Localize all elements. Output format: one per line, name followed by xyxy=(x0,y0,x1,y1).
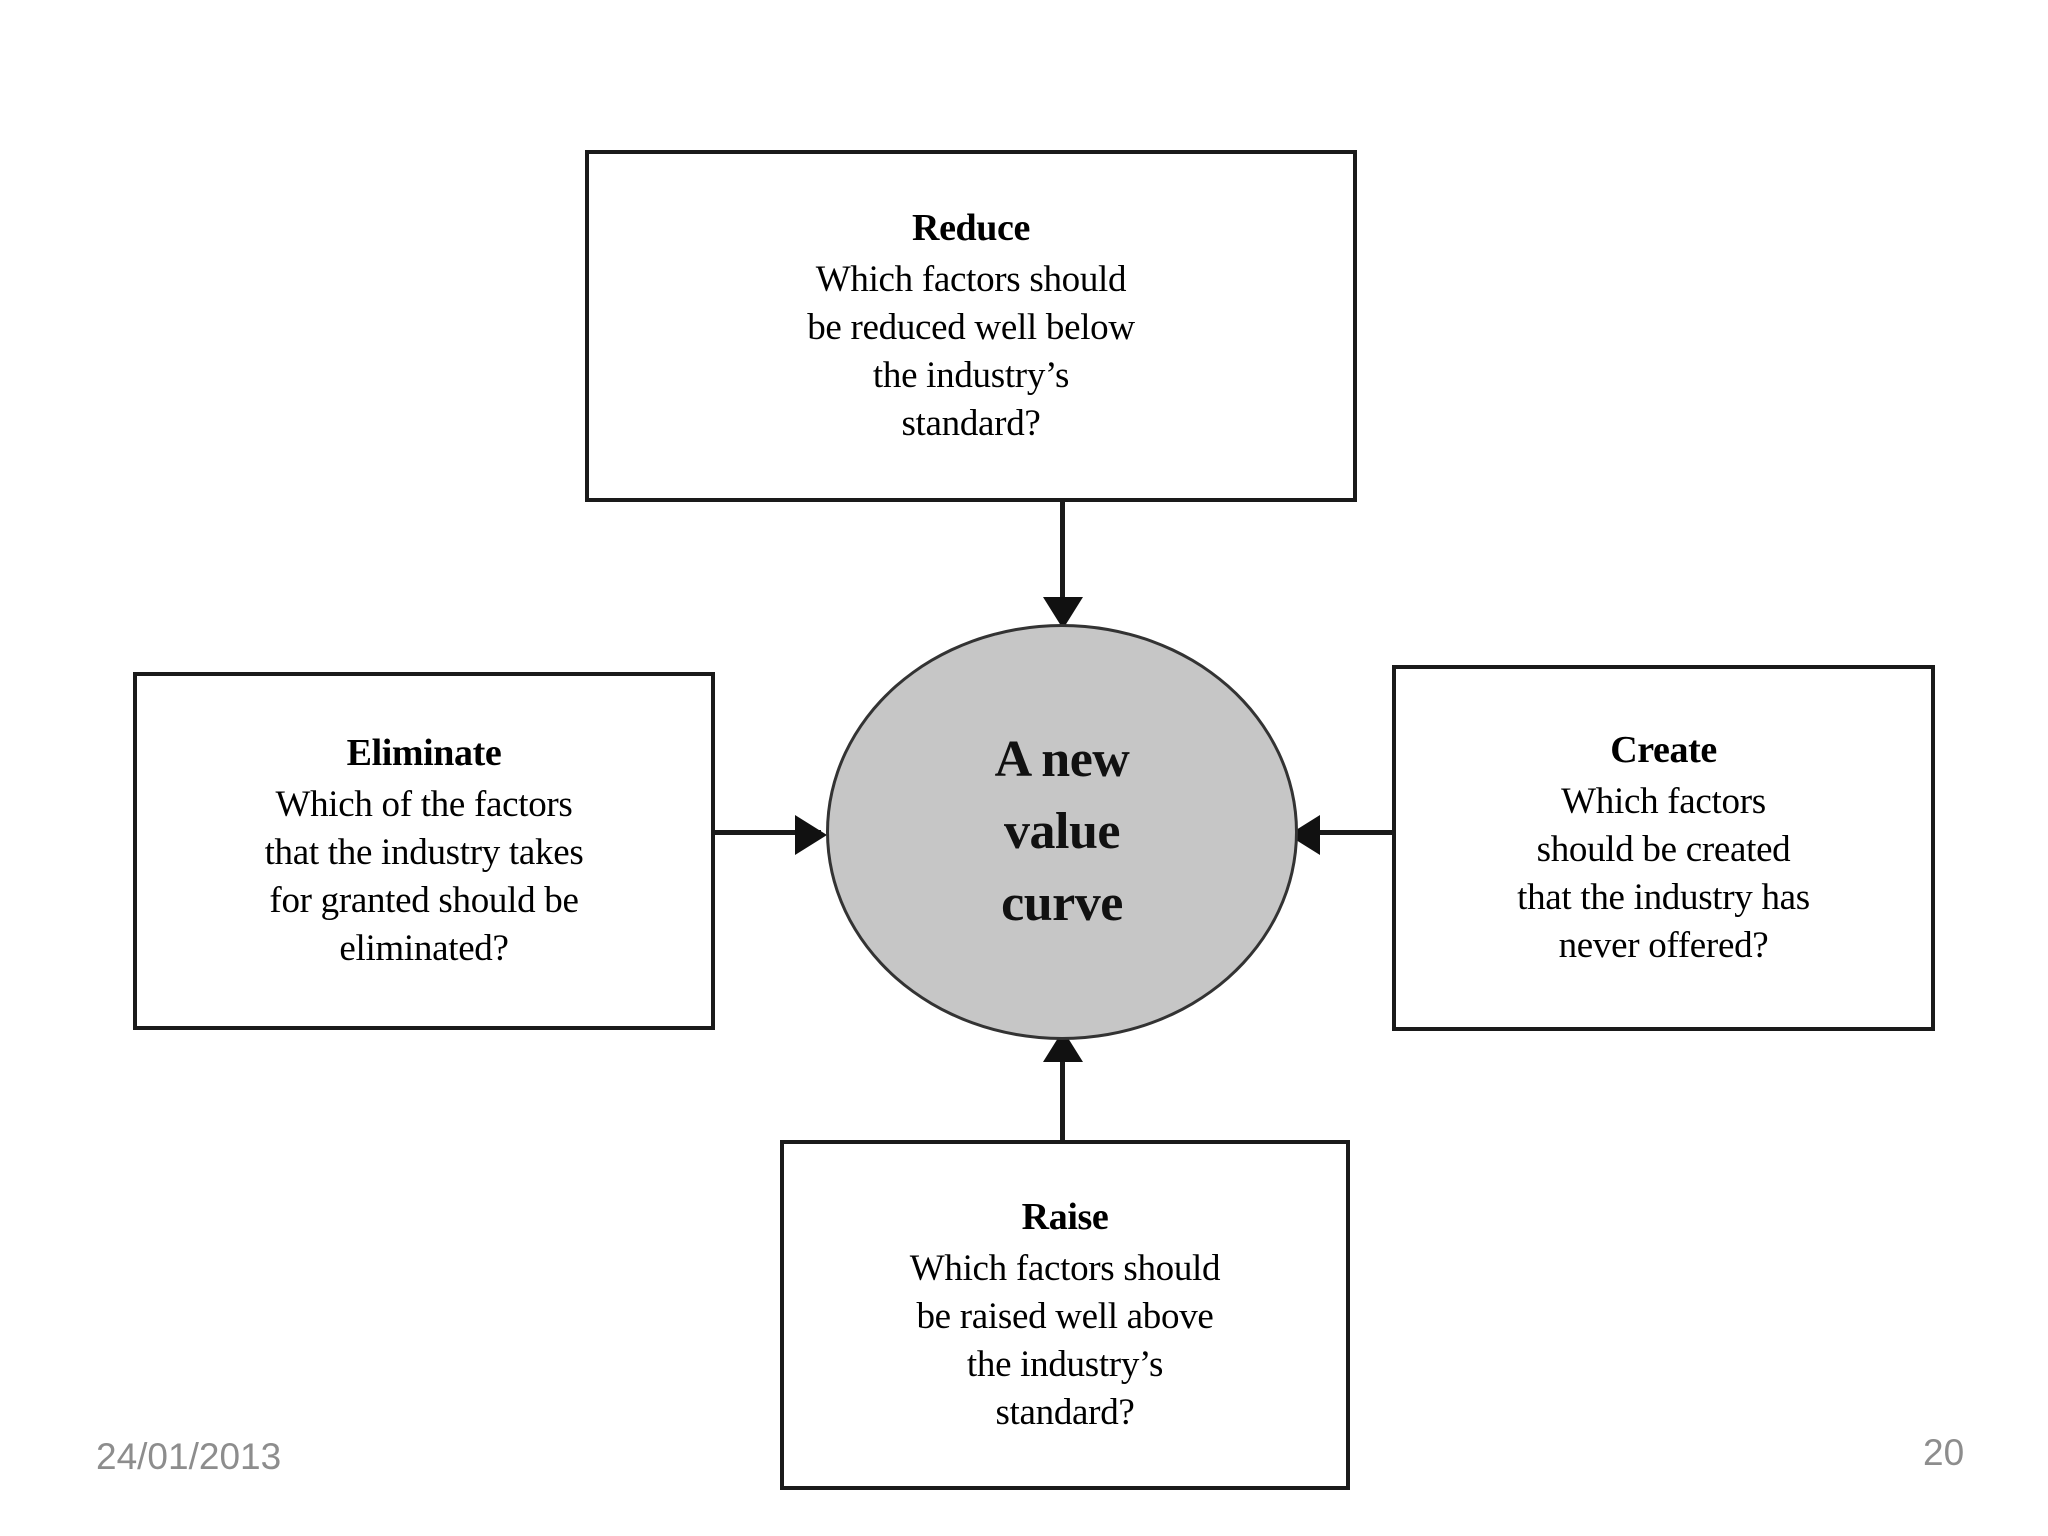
node-box-raise[interactable]: Raise Which factors should be raised wel… xyxy=(780,1140,1350,1490)
connector-create-to-center xyxy=(1300,830,1396,835)
node-line-reduce-3: the industry’s xyxy=(872,354,1070,396)
arrowhead-down-icon xyxy=(1043,597,1083,629)
node-line-raise-2: be raised well above xyxy=(916,1295,1214,1337)
node-line-raise-4: standard? xyxy=(995,1391,1135,1433)
connector-reduce-to-center xyxy=(1060,502,1065,606)
node-line-eliminate-2: that the industry takes xyxy=(264,831,584,873)
node-line-eliminate-1: Which of the factors xyxy=(275,783,573,825)
node-line-create-1: Which factors xyxy=(1561,780,1766,822)
connector-eliminate-to-center xyxy=(715,830,821,835)
node-line-create-4: never offered? xyxy=(1558,924,1769,966)
node-box-eliminate[interactable]: Eliminate Which of the factors that the … xyxy=(133,672,715,1030)
node-line-reduce-2: be reduced well below xyxy=(807,306,1135,348)
footer-date: 24/01/2013 xyxy=(96,1436,282,1477)
node-title-reduce: Reduce xyxy=(912,207,1030,250)
node-box-reduce[interactable]: Reduce Which factors should be reduced w… xyxy=(585,150,1357,502)
node-line-raise-1: Which factors should xyxy=(909,1247,1221,1289)
node-line-raise-3: the industry’s xyxy=(966,1343,1164,1385)
node-line-create-2: should be created xyxy=(1536,828,1791,870)
node-box-create[interactable]: Create Which factors should be created t… xyxy=(1392,665,1935,1031)
footer-page-number: 20 xyxy=(1923,1432,1965,1473)
node-line-reduce-1: Which factors should xyxy=(815,258,1127,300)
node-line-eliminate-3: for granted should be xyxy=(269,879,579,921)
node-title-eliminate: Eliminate xyxy=(346,732,502,775)
node-line-reduce-4: standard? xyxy=(901,402,1041,444)
node-line-eliminate-4: eliminated? xyxy=(339,927,509,969)
arrowhead-right-icon xyxy=(795,815,827,855)
node-title-raise: Raise xyxy=(1021,1196,1109,1239)
node-title-create: Create xyxy=(1610,729,1717,772)
connector-raise-to-center xyxy=(1060,1058,1065,1144)
node-line-create-3: that the industry has xyxy=(1517,876,1810,918)
